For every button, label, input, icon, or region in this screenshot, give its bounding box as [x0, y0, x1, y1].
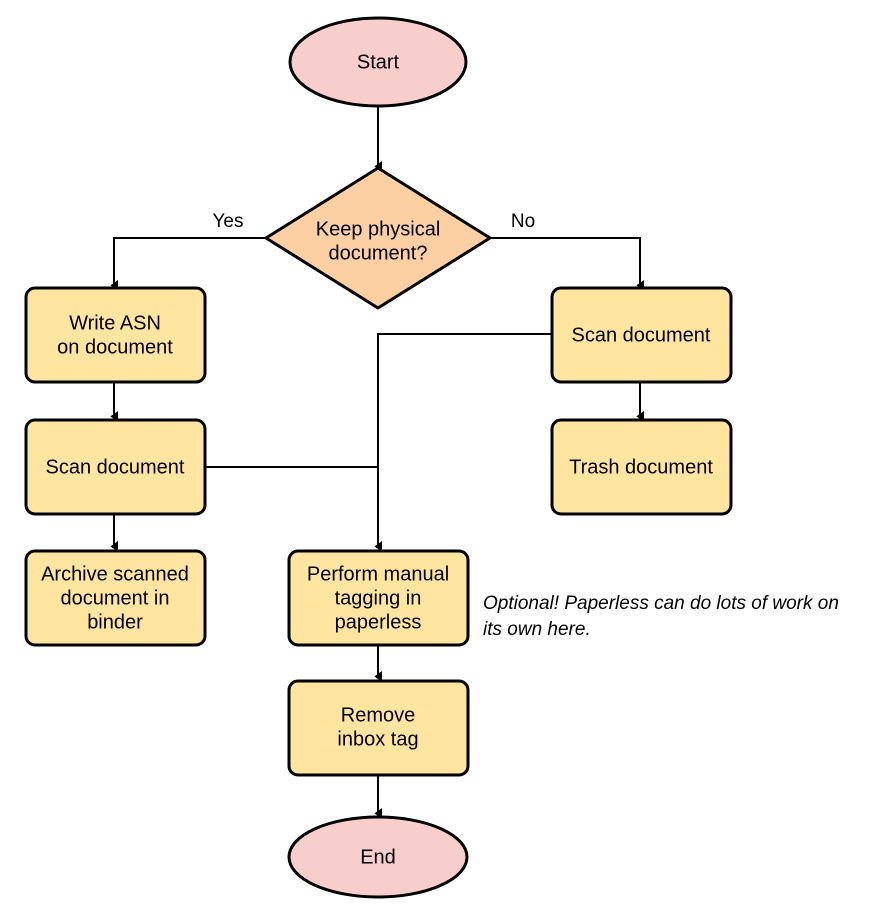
edge-label-yes: Yes [213, 211, 244, 232]
end-label: End [360, 846, 396, 868]
scan-document-left-box-shape [24, 418, 207, 516]
write-asn-box-shape [24, 286, 207, 384]
optional-note-line1: Optional! Paperless can do lots of work … [483, 593, 839, 614]
archive-label-line1: Archive scanned [41, 563, 189, 585]
end-ellipse-shape [287, 815, 469, 899]
edges-layer [114, 103, 640, 813]
node-scan-document-right[interactable]: Scan document [550, 286, 733, 384]
node-remove-inbox-tag[interactable]: Remove inbox tag [287, 679, 470, 777]
edge-decision-yes-to-write-asn [114, 237, 266, 285]
trash-document-box-shape [550, 418, 733, 516]
archive-label-line2: document in [61, 587, 170, 609]
remove-inbox-tag-label-line1: Remove [341, 704, 415, 726]
tagging-box-shape [287, 549, 470, 647]
edge-scan-right-to-tagging [378, 333, 552, 546]
write-asn-label-line1: Write ASN [69, 312, 161, 334]
decision-label-line1: Keep physical [316, 218, 441, 240]
tagging-label-line1: Perform manual [307, 563, 449, 585]
node-archive-scanned-document[interactable]: Archive scanned document in binder [24, 549, 207, 647]
start-ellipse-shape [288, 16, 468, 108]
tagging-label-line2: tagging in [335, 587, 422, 609]
decision-diamond-shape [264, 166, 492, 310]
node-trash-document[interactable]: Trash document [550, 418, 733, 516]
optional-note-line2: its own here. [483, 619, 591, 640]
tagging-label-line3: paperless [335, 611, 422, 633]
trash-document-label: Trash document [569, 456, 713, 478]
node-scan-document-left[interactable]: Scan document [24, 418, 207, 516]
archive-box-shape [24, 549, 207, 647]
node-decision-keep-physical-document[interactable]: Keep physical document? [264, 166, 492, 310]
edge-decision-no-to-scan-right [490, 237, 640, 285]
scan-document-left-label: Scan document [46, 456, 185, 478]
node-start[interactable]: Start [288, 16, 468, 108]
write-asn-label-line2: on document [57, 336, 173, 358]
scan-document-right-box-shape [550, 286, 733, 384]
node-end[interactable]: End [287, 815, 469, 899]
scan-document-right-label: Scan document [572, 324, 711, 346]
remove-inbox-tag-box-shape [287, 679, 470, 777]
start-label: Start [357, 51, 400, 73]
node-write-asn[interactable]: Write ASN on document [24, 286, 207, 384]
node-perform-manual-tagging[interactable]: Perform manual tagging in paperless [287, 549, 470, 647]
decision-label-line2: document? [329, 242, 428, 264]
archive-label-line3: binder [87, 611, 143, 633]
edge-labels-layer: Yes No [213, 211, 536, 232]
annotation-optional-note: Optional! Paperless can do lots of work … [483, 593, 839, 640]
edge-label-no: No [511, 211, 535, 232]
remove-inbox-tag-label-line2: inbox tag [337, 728, 418, 750]
